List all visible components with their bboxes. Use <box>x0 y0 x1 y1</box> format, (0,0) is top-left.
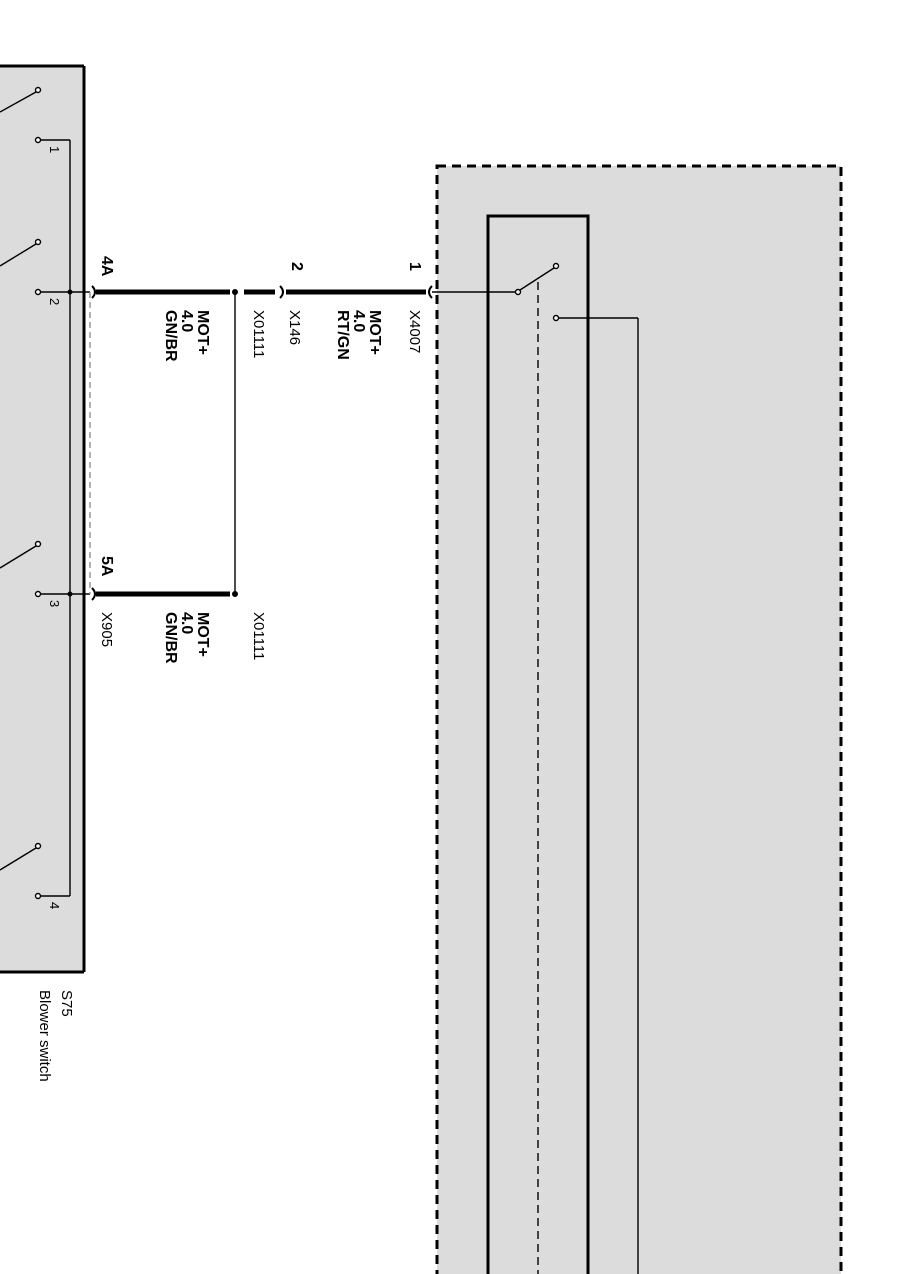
wire-5a-signal: MOT+ <box>194 612 211 657</box>
wire-upper <box>91 285 433 299</box>
component-id: S75 <box>58 990 75 1017</box>
wire-5a-gauge: 4.0 <box>178 612 195 634</box>
wire-4a-gauge: 4.0 <box>178 310 195 332</box>
wire-5a-color: GN/BR <box>162 612 179 664</box>
bus-junction-3 <box>67 591 73 597</box>
switch-pin-2: 2 <box>47 298 62 305</box>
switch-pin-3: 3 <box>47 600 62 607</box>
splice-lower-label: X01111 <box>250 612 267 660</box>
relay-contact <box>432 262 639 1274</box>
pin-4a-label: 4A <box>98 256 115 277</box>
wire-2-signal: MOT+ <box>366 310 383 355</box>
pin-5a-label: 5A <box>98 556 115 577</box>
connector-x146: X146 <box>286 310 303 345</box>
splice-upper-label: X01111 <box>250 310 267 358</box>
component-name: Blower switch <box>36 990 53 1082</box>
right-component-housing <box>435 164 843 1274</box>
wire-lower <box>91 587 238 601</box>
connector-x4007: X4007 <box>406 310 423 353</box>
pin-1-label: 1 <box>406 262 423 271</box>
wire-2-gauge: 4.0 <box>350 310 367 332</box>
wire-4a-color: GN/BR <box>162 310 179 362</box>
bus-junction-2 <box>67 289 73 295</box>
switch-pin-4: 4 <box>47 902 62 909</box>
switch-contacts <box>0 86 90 900</box>
wire-4a-signal: MOT+ <box>194 310 211 355</box>
connector-x905: X905 <box>98 612 115 647</box>
pin-2-label: 2 <box>288 262 305 271</box>
wire-2-color: RT/GN <box>334 310 351 360</box>
switch-pin-1: 1 <box>47 146 62 153</box>
blower-switch-housing <box>0 64 86 974</box>
